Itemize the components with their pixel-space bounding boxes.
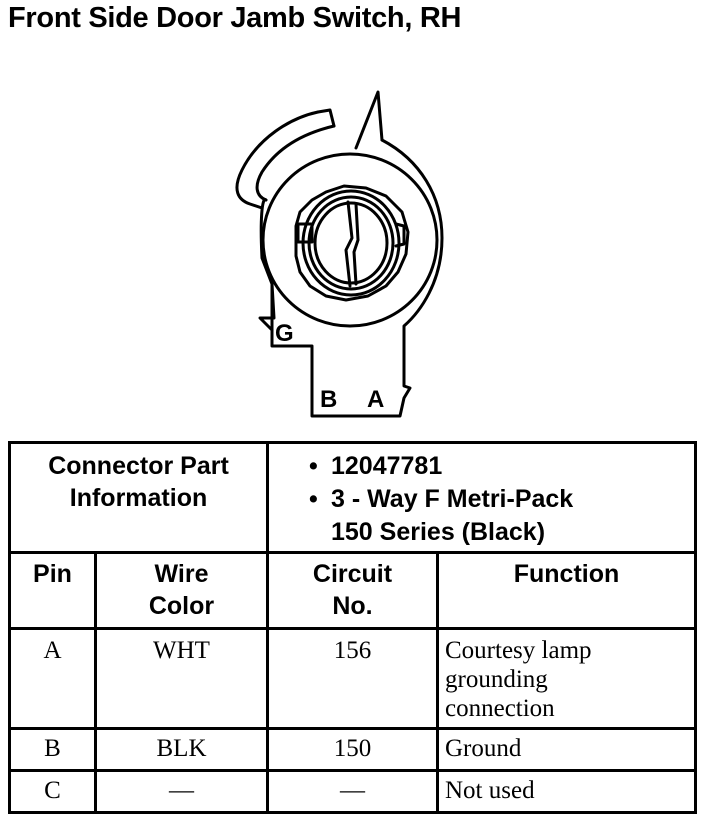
table-row: B BLK 150 Ground bbox=[8, 727, 698, 772]
col-pin: Pin bbox=[8, 551, 97, 630]
connector-type: •3 - Way F Metri-Pack bbox=[309, 485, 574, 513]
connector-info-label: Connector Part Information bbox=[8, 441, 269, 554]
cell-pin: B bbox=[8, 727, 97, 772]
body-outline bbox=[259, 138, 444, 418]
table-row: C — — Not used bbox=[8, 769, 698, 814]
connector-series: 150 Series (Black) bbox=[331, 518, 546, 546]
cell-pin: C bbox=[8, 769, 97, 814]
cell-circuit: 156 bbox=[266, 627, 439, 730]
cell-wire-color: — bbox=[94, 769, 269, 814]
right-key bbox=[394, 222, 406, 248]
connector-table: Connector Part Information •12047781 •3 … bbox=[8, 441, 698, 814]
cavity-label-a: A bbox=[367, 386, 384, 413]
latch-arm-tip bbox=[316, 108, 336, 128]
connector-info-row: Connector Part Information •12047781 •3 … bbox=[8, 441, 698, 554]
cell-function: Not used bbox=[435, 769, 698, 814]
page-title: Front Side Door Jamb Switch, RH bbox=[8, 2, 462, 34]
latch-arm-outer bbox=[235, 110, 320, 210]
cell-wire-color: BLK bbox=[94, 727, 269, 772]
cavity-label-b: B bbox=[320, 386, 337, 413]
table-row: A WHT 156 Courtesy lamp grounding connec… bbox=[8, 627, 698, 730]
terminal-split-2 bbox=[352, 202, 360, 286]
latch-arm-inner bbox=[255, 124, 336, 202]
cell-function: Ground bbox=[435, 727, 698, 772]
top-tab bbox=[354, 90, 384, 150]
col-function: Function bbox=[435, 551, 698, 630]
cell-wire-color: WHT bbox=[94, 627, 269, 730]
outer-ring bbox=[261, 152, 439, 328]
body-left-line bbox=[258, 282, 276, 332]
terminal-split bbox=[344, 200, 354, 288]
left-key bbox=[296, 222, 314, 244]
part-number: •12047781 bbox=[309, 452, 443, 480]
cell-pin: A bbox=[8, 627, 97, 730]
connector-info-values: •12047781 •3 - Way F Metri-Pack 150 Seri… bbox=[265, 441, 698, 554]
cell-function: Courtesy lamp grounding connection bbox=[435, 627, 698, 730]
cell-circuit: 150 bbox=[266, 727, 439, 772]
cell-circuit: — bbox=[266, 769, 439, 814]
connector-diagram: G B A bbox=[235, 90, 444, 418]
notched-ring bbox=[294, 184, 410, 302]
cavity-label-g: G bbox=[275, 320, 294, 347]
